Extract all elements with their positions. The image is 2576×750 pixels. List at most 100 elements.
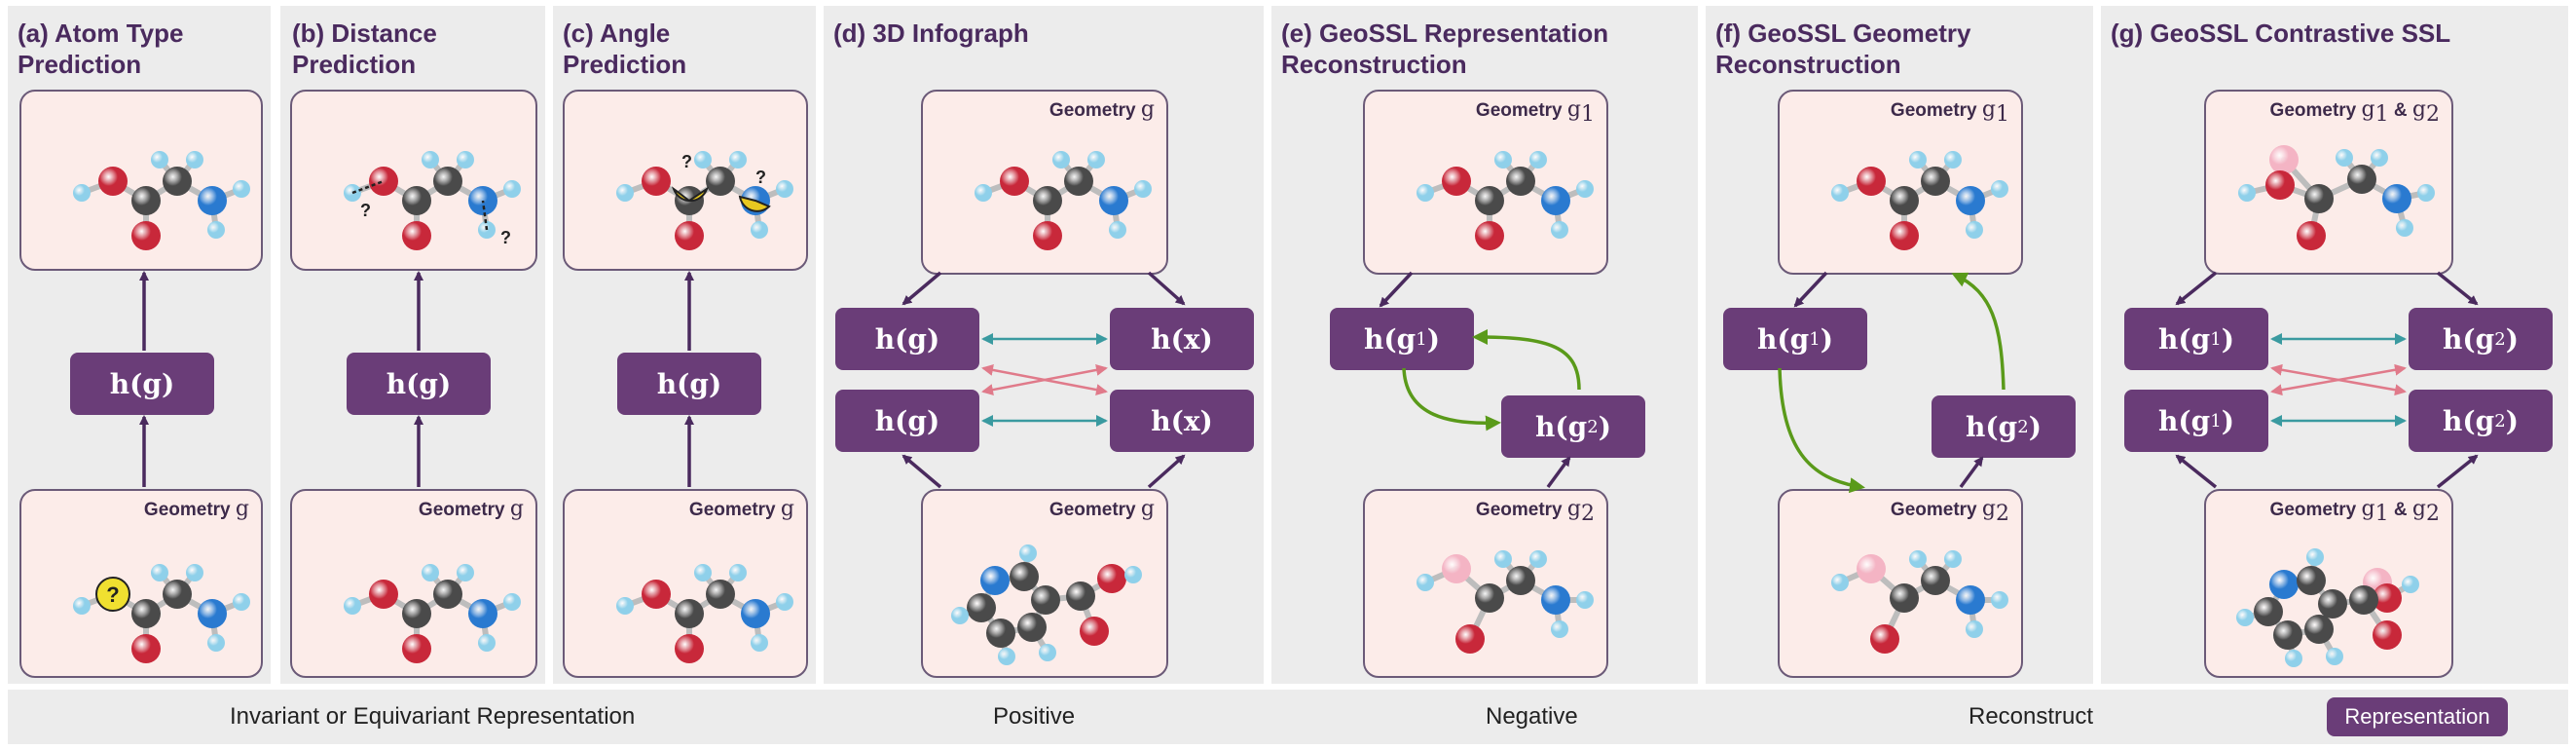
atom-n (980, 566, 1010, 595)
panel-geossl-geometry-reconstruction: (f) GeoSSL Geometry Reconstruction Geome… (1706, 6, 2093, 684)
atom-c (163, 580, 192, 609)
atom-o (675, 221, 704, 250)
atom-o (642, 580, 671, 609)
atom-h (2402, 576, 2419, 593)
atom-o (131, 221, 161, 250)
atom-h (422, 151, 439, 169)
atom-c (1890, 186, 1919, 215)
atom-h (1576, 180, 1594, 198)
atom-h (616, 597, 634, 615)
legend-negative-label: Negative (1486, 703, 1578, 730)
atom-h (2236, 609, 2254, 626)
molecule-diagram-angles: ?? (616, 151, 793, 250)
atom-h (1529, 151, 1547, 169)
atom-h (776, 180, 793, 198)
geometry-label: Geometry g2 (1890, 497, 2009, 526)
panel-atom-type-prediction: (a) Atom Type Prediction h(g) Geometry g… (8, 6, 271, 684)
atom-h (2396, 219, 2413, 237)
panel-distance-prediction: (b) Distance Prediction ?? h(g) Geometry… (280, 6, 545, 684)
atom-o (402, 634, 431, 663)
atom-h (1909, 550, 1927, 568)
query-atom-marker (95, 577, 130, 612)
atom-c (967, 593, 996, 622)
atom-c (1506, 167, 1535, 196)
atom-h (503, 593, 521, 611)
geometry-label: Geometry g (143, 497, 249, 521)
atom-h (1087, 151, 1105, 169)
molecule-diagram-overlay (2238, 145, 2435, 250)
geometry-label: Geometry g1 & g2 (2269, 497, 2440, 526)
legend-positive-label: Positive (993, 703, 1076, 730)
atom-n (741, 599, 770, 628)
atom-o (1475, 221, 1504, 250)
atom-o (131, 634, 161, 663)
panel-title: (a) Atom Type Prediction (18, 19, 184, 79)
molecule-diagram-noised (1831, 550, 2008, 654)
molecule-diagram-distances: ?? (344, 151, 521, 250)
panel-title: (d) 3D Infograph (833, 19, 1029, 48)
molecule-card-bottom: Geometry g1 & g2 (2204, 489, 2453, 678)
atom-o (1097, 564, 1126, 593)
atom-h (1134, 180, 1152, 198)
angle-query-mark: ? (681, 152, 692, 171)
atom-c (1017, 613, 1047, 642)
atom-o (369, 167, 398, 196)
atom-o (1870, 624, 1899, 654)
atom-h (233, 180, 250, 198)
atom-h (1966, 620, 1983, 638)
atom-h (1109, 221, 1126, 239)
angle-marker (738, 195, 771, 212)
molecule-diagram (73, 151, 250, 250)
atom-h (729, 151, 747, 169)
atom-n (1956, 186, 1985, 215)
geometry-label: Geometry g1 (1890, 97, 2009, 127)
representation-box-h-x-top: h(x) (1110, 308, 1254, 370)
atom-h (422, 564, 439, 581)
atom-h (1124, 566, 1142, 583)
atom-p (1442, 554, 1471, 583)
molecule-card-input: Geometry g (563, 489, 808, 678)
atom-h (616, 184, 634, 202)
atom-c (2318, 589, 2347, 619)
atom-c (2254, 597, 2283, 626)
atom-c (433, 167, 462, 196)
molecule-card-output: ?? (290, 90, 537, 271)
atom-h (2336, 149, 2353, 167)
atom-c (2297, 566, 2326, 595)
atom-c (986, 619, 1015, 648)
molecule-card-output: ?? (563, 90, 808, 271)
atom-c (1921, 566, 1950, 595)
legend-invariant-label: Invariant or Equivariant Representation (230, 703, 636, 730)
atom-c (2304, 184, 2334, 213)
geometry-label: Geometry g (688, 497, 794, 521)
panel-angle-prediction: (c) Angle Prediction ?? h(g) Geometry g (553, 6, 816, 684)
atom-c (1066, 581, 1095, 611)
atom-n (2382, 184, 2411, 213)
representation-box: h(g) (617, 353, 761, 415)
atom-c (675, 599, 704, 628)
molecule-card-top: Geometry g (921, 90, 1168, 275)
atom-h (1551, 221, 1568, 239)
panel-geossl-representation-reconstruction: (e) GeoSSL Representation Reconstruction… (1271, 6, 1698, 684)
atom-h (1019, 544, 1037, 562)
atom-c (402, 599, 431, 628)
atom-c (131, 186, 161, 215)
atom-p (1857, 554, 1886, 583)
atom-n (1541, 186, 1570, 215)
geometry-label: Geometry g (1049, 97, 1155, 122)
atom-o (642, 167, 671, 196)
atom-h (457, 564, 474, 581)
molecule-card-top: Geometry g1 (1363, 90, 1608, 275)
atom-c (1475, 186, 1504, 215)
atom-n (468, 599, 497, 628)
atom-o (1000, 167, 1029, 196)
molecule-diagram-masked-atom: ? (73, 564, 250, 663)
molecule-diagram (975, 151, 1152, 250)
molecule-diagram (1417, 151, 1594, 250)
atom-o (675, 634, 704, 663)
atom-o (1890, 221, 1919, 250)
atom-h (975, 184, 992, 202)
atom-p (2269, 145, 2299, 174)
